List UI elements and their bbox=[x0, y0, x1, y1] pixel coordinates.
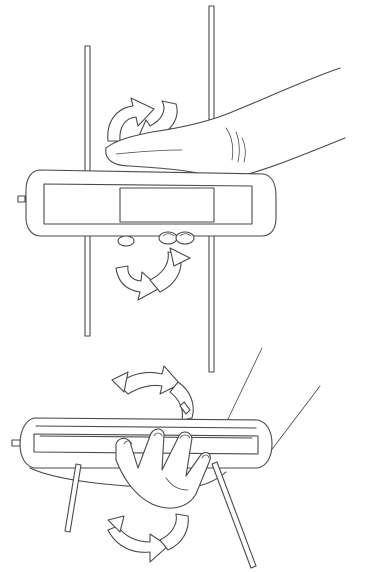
hand-top bbox=[106, 68, 345, 178]
slanted-rod-left bbox=[65, 464, 81, 532]
rotation-arrow-bottom-2-icon bbox=[108, 514, 188, 562]
panel-top bbox=[18, 6, 345, 372]
slanted-rod-right bbox=[212, 462, 256, 568]
panel-bottom bbox=[12, 348, 320, 568]
rotation-arrow-bottom-icon bbox=[116, 248, 190, 300]
rotation-arrow-top-2-icon bbox=[112, 366, 193, 420]
instrument-body-top bbox=[18, 170, 276, 236]
